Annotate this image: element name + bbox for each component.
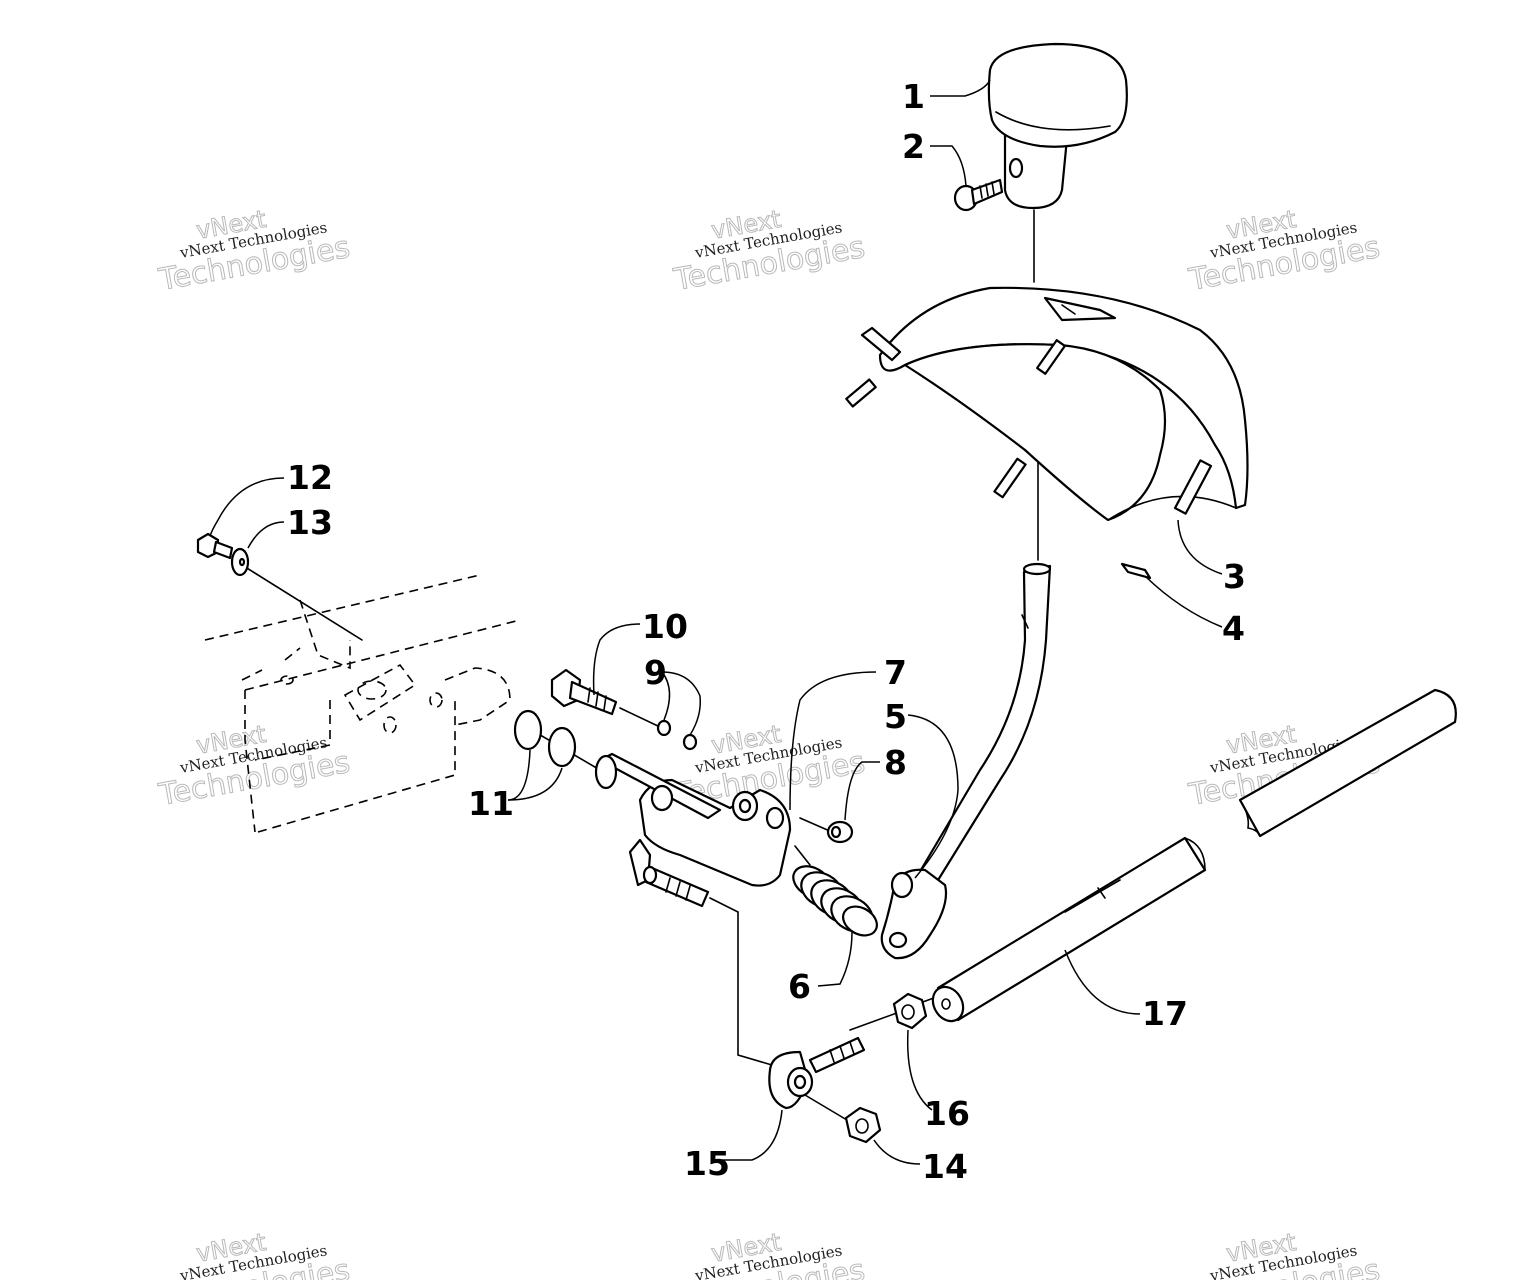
part-5-shift-lever (880, 562, 1052, 960)
callout-13: 13 (287, 503, 333, 542)
callout-17: 17 (1142, 994, 1188, 1033)
part-16-nut (892, 992, 928, 1030)
callout-12: 12 (287, 458, 333, 497)
part-4-clip (1120, 562, 1152, 580)
callout-15: 15 (684, 1144, 730, 1183)
support-tube (1238, 688, 1457, 838)
shift-gate-cover (845, 286, 1249, 522)
callout-5: 5 (884, 697, 907, 736)
frame-bracket (204, 574, 521, 833)
watermark: vNext vNext Technologies Technologies (670, 1227, 868, 1280)
callout-8: 8 (884, 743, 907, 782)
callout-2: 2 (902, 127, 925, 166)
part-12-bolt (196, 532, 234, 560)
watermark: vNext vNext Technologies Technologies (1185, 204, 1383, 298)
part-7-pivot-bracket (594, 752, 792, 887)
part-14-nut (844, 1106, 882, 1144)
callout-1: 1 (902, 77, 925, 116)
callout-16: 16 (924, 1094, 970, 1133)
callout-10: 10 (642, 607, 688, 646)
callout-14: 14 (922, 1147, 968, 1186)
watermark: vNext vNext Technologies Technologies (670, 204, 868, 298)
bracket-stud (642, 865, 710, 908)
watermark: vNext vNext Technologies Technologies (155, 1227, 353, 1280)
watermark: vNext vNext Technologies Technologies (1185, 1227, 1383, 1280)
part-1-shift-knob (987, 42, 1128, 210)
part-15-rod-end (768, 1036, 866, 1110)
part-2-screw (953, 178, 1004, 212)
watermark: vNext vNext Technologies Technologies (155, 204, 353, 298)
callout-3: 3 (1223, 557, 1246, 596)
part-10-pin (550, 668, 618, 716)
part-13-washer (230, 547, 250, 577)
callout-6: 6 (788, 967, 811, 1006)
callout-7: 7 (884, 653, 907, 692)
callout-11: 11 (468, 784, 514, 823)
callout-9: 9 (644, 653, 667, 692)
callout-labels: 1 2 3 4 5 6 7 8 9 10 11 12 13 14 15 16 1… (287, 77, 1246, 1186)
part-17-shift-rod (931, 836, 1207, 1023)
part-6-spring (792, 865, 878, 937)
part-8-nut (826, 820, 854, 844)
leader-lines (209, 79, 1223, 1165)
part-11-o-rings (513, 709, 577, 768)
callout-4: 4 (1222, 609, 1245, 648)
